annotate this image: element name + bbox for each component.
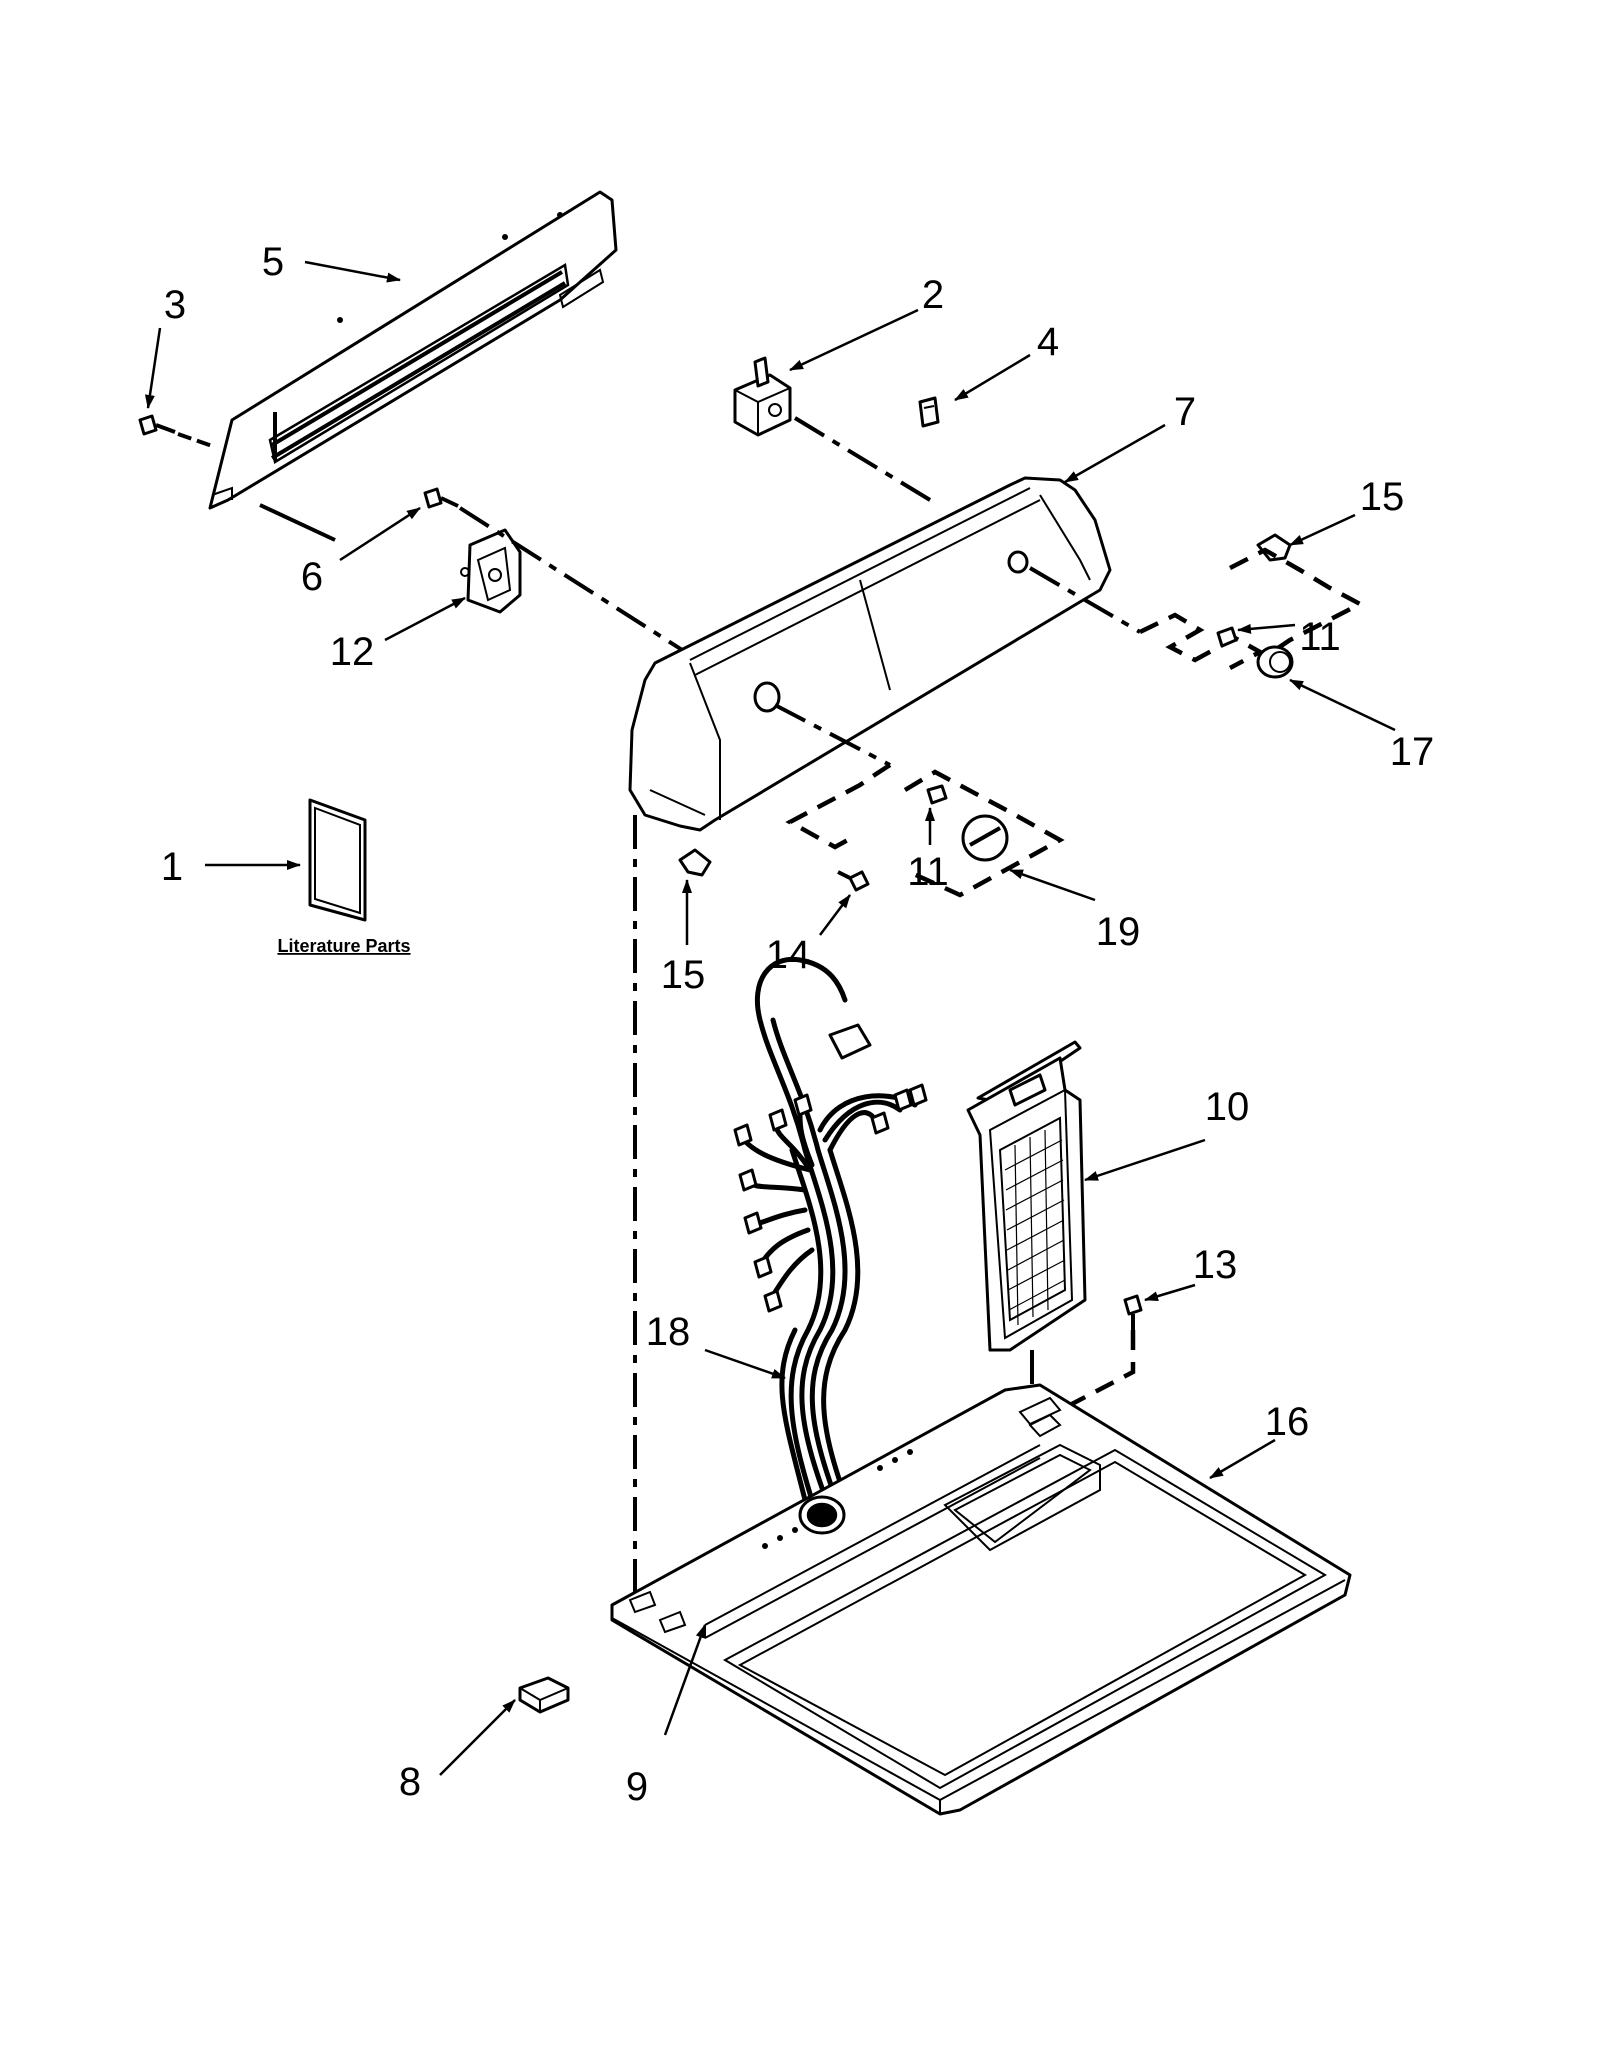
literature-label: Literature Parts	[277, 936, 410, 956]
screw-part-6	[423, 487, 459, 509]
knob-part-17	[1256, 645, 1294, 679]
literature-part-1: Literature Parts	[277, 798, 411, 956]
callout-15-upper: 15	[1360, 475, 1405, 519]
dashed-group-right-2	[1228, 547, 1365, 662]
screw-part-13	[1123, 1294, 1143, 1330]
callout-18: 18	[646, 1310, 691, 1354]
callout-11-right: 11	[1299, 615, 1341, 659]
dash-line-17	[1028, 566, 1142, 634]
callout-2: 2	[922, 273, 944, 317]
callout-5: 5	[262, 240, 284, 284]
callout-9: 9	[626, 1765, 648, 1809]
callout-19: 19	[1096, 910, 1141, 954]
leader-lines	[144, 260, 1396, 1776]
callout-16: 16	[1265, 1400, 1310, 1444]
connector-line	[259, 503, 336, 542]
callout-12: 12	[330, 630, 375, 674]
callout-11-left: 11	[907, 850, 949, 894]
dashed-group-right	[1139, 612, 1265, 670]
dash-line-6	[458, 506, 692, 657]
callout-numbers: 3 5 2 4 7 15 11 17 6 12 1 11 19 15 14 10…	[161, 240, 1434, 1809]
top-part-16	[610, 1383, 1352, 1816]
wire-harness-part-18	[733, 956, 928, 1513]
lint-screen-part-10	[966, 1040, 1087, 1352]
knob-insert-part-11-left	[926, 784, 948, 805]
dashed-group-left-2	[903, 769, 1065, 898]
rear-panel	[208, 190, 618, 510]
callout-14: 14	[766, 933, 811, 977]
callout-7: 7	[1174, 390, 1196, 434]
callout-13: 13	[1193, 1243, 1238, 1287]
dash-line-2	[793, 416, 937, 505]
pad-part-8	[518, 1676, 570, 1714]
screw-part-14	[837, 870, 870, 892]
screw-part-3	[138, 414, 216, 449]
callout-15-lower: 15	[661, 953, 706, 997]
callout-6: 6	[301, 555, 323, 599]
dash-line-19	[774, 703, 891, 767]
knob-insert-part-11-right	[1216, 626, 1238, 648]
clip-part-4	[918, 396, 940, 428]
clip-part-15-lower	[678, 848, 712, 877]
callout-17: 17	[1390, 730, 1435, 774]
console-part-7	[628, 476, 1112, 832]
dash-line-13	[1068, 1330, 1136, 1407]
callout-4: 4	[1037, 320, 1059, 364]
clip-part-15-upper	[1256, 533, 1292, 562]
callout-3: 3	[164, 283, 186, 327]
callout-8: 8	[399, 1760, 421, 1804]
switch-part-2	[733, 356, 792, 437]
knob-part-19	[961, 814, 1009, 862]
callout-1: 1	[161, 845, 183, 889]
callout-10: 10	[1205, 1085, 1250, 1129]
dashed-group-left	[785, 763, 892, 850]
latch-part-12	[460, 528, 522, 614]
